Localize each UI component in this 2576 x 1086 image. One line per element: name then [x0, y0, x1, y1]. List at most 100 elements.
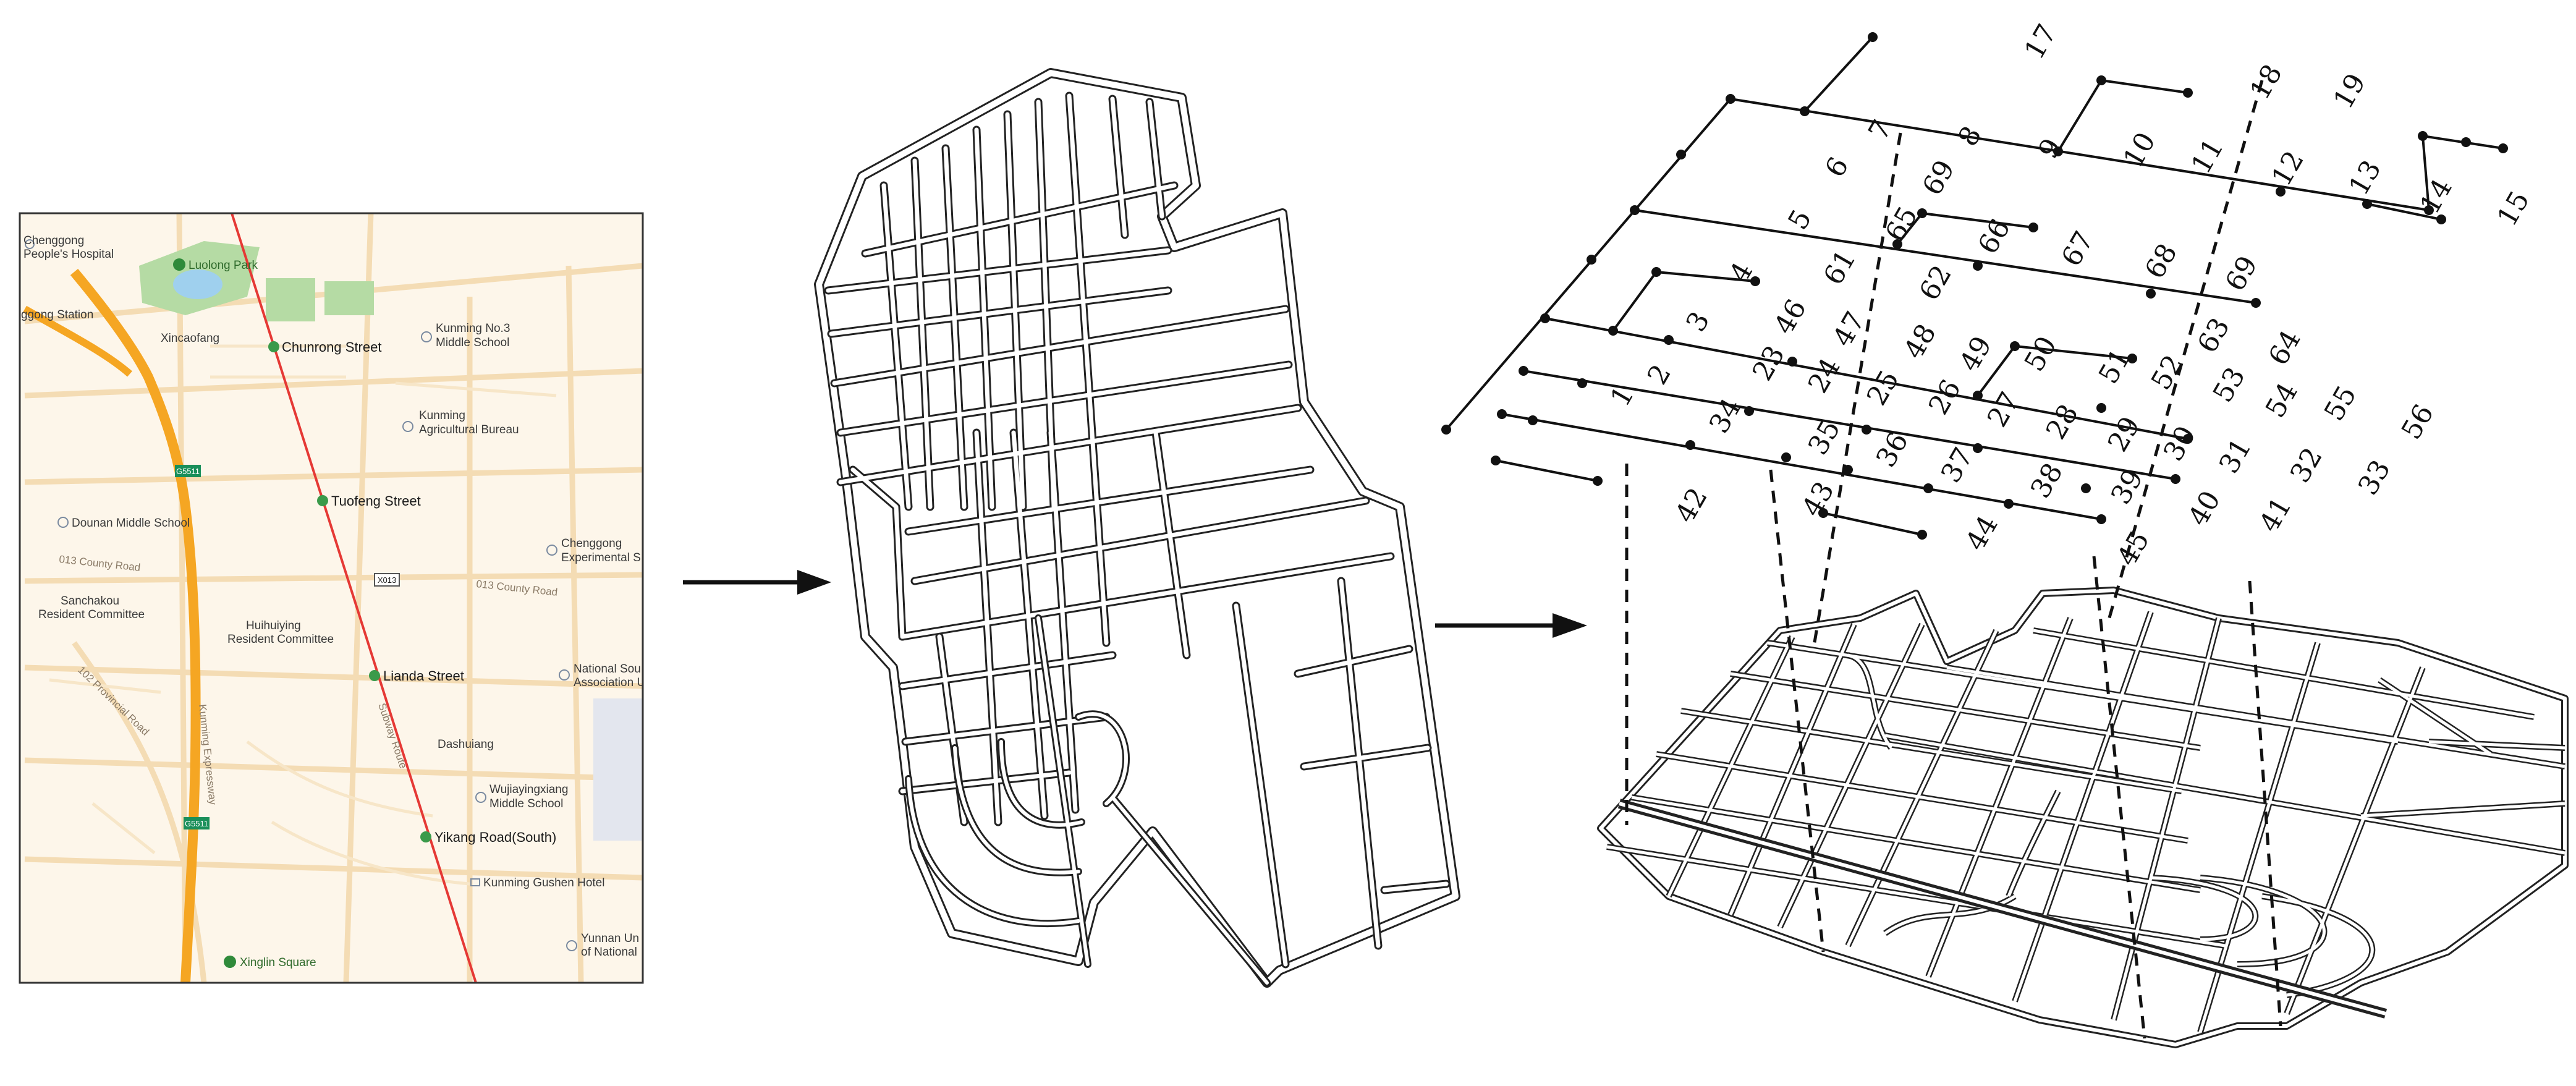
node-label-9: 9: [2032, 134, 2068, 164]
map-shield-g5511-b: [184, 817, 210, 829]
map-label-hospital-2: People's Hospital: [23, 248, 114, 261]
map-shield-x013: [374, 573, 400, 587]
map-label-agri-2: Agricultural Bureau: [419, 423, 519, 436]
arrow-2-head: [1553, 613, 1587, 638]
road-network-outline-inner: [816, 70, 1459, 986]
road-network-panel: [814, 68, 1460, 988]
node-label-41: 41: [2253, 492, 2298, 538]
map-water-east: [593, 698, 643, 841]
map-park-block-2: [324, 281, 374, 315]
node-label-2: 2: [1642, 359, 1677, 390]
bureau-icon: [402, 421, 413, 432]
map-label-no3-2: Middle School: [436, 336, 509, 349]
map-place-labels: Chenggong People's Hospital ggong Statio…: [21, 234, 645, 959]
node-label-65: 69: [2219, 251, 2264, 297]
metro-station-icon: [268, 341, 279, 352]
node-label-49: 49: [1954, 331, 1998, 377]
map-label-national-1: National Sou: [574, 663, 641, 676]
node-label-50: 50: [2019, 331, 2063, 377]
node-label-53: 53: [2207, 362, 2252, 408]
arrows: [683, 570, 1587, 638]
node-label-15: 15: [2491, 186, 2536, 232]
node-label-46: 46: [1768, 294, 1813, 340]
node-label-34: 34: [1703, 393, 1748, 439]
graph-nodes: [1441, 32, 2508, 540]
node-label-26: 26: [1923, 375, 1967, 420]
map-label-national-2: Association U: [574, 676, 645, 689]
node-label-44: 44: [1960, 511, 2004, 556]
map-label-hospital-1: Chenggong: [23, 234, 84, 247]
map-label-station: ggong Station: [21, 308, 93, 321]
node-label-45: 45: [2111, 526, 2156, 572]
node-label-19: 19: [2328, 69, 2372, 114]
node-label-31: 31: [2213, 433, 2258, 479]
park-icon: [173, 258, 185, 271]
node-label-5: 5: [1782, 205, 1818, 235]
node-label-35: 35: [1802, 415, 1847, 460]
school-icon: [546, 545, 557, 556]
map-park-luolong-label: Luolong Park: [189, 259, 258, 272]
node-label-56: 56: [2396, 399, 2440, 445]
node-label-1: 1: [1604, 381, 1640, 412]
node-label-29: 29: [2102, 412, 2146, 457]
map-label-yunnan-1: Yunnan Un: [581, 932, 639, 945]
map-minor-streets: [49, 344, 557, 886]
map-expressway: [70, 268, 201, 983]
map-label-sanchakou-2: Resident Committee: [38, 608, 145, 621]
map-shield-g5511-a: [175, 465, 201, 477]
map-label-agri-1: Kunming: [419, 409, 465, 422]
road-network-arcs-inner: [907, 616, 1269, 985]
school-icon: [475, 792, 486, 803]
node-label-60: 64: [2263, 325, 2307, 371]
map-shield-g5511-a-text: G5511: [176, 467, 200, 476]
map-street-grid: [24, 213, 643, 983]
map-label-wujia-1: Wujiayingxiang: [489, 783, 568, 796]
metro-station-icon: [369, 670, 380, 681]
node-label-13: 13: [2343, 155, 2387, 201]
park-icon: [224, 956, 236, 968]
map-label-xincaofang: Xincaofang: [161, 332, 219, 345]
metro-station-icon: [317, 495, 328, 506]
graph-3d-panel: 17 18 19 7 8 9 10 11 12 13 14 15 6 69 5 …: [1441, 19, 2569, 1048]
node-label-38: 38: [2025, 458, 2069, 504]
node-label-6: 6: [1819, 152, 1855, 183]
node-label-48: 48: [1898, 319, 1943, 365]
node-label-33: 33: [2352, 455, 2397, 501]
association-icon: [559, 669, 570, 681]
map-content: G5511 G5511 X013 013 County Road 013 Cou…: [21, 213, 645, 983]
map-station-tuofeng: Tuofeng Street: [331, 493, 421, 509]
map-station-yikang: Yikang Road(South): [434, 829, 556, 845]
node-label-59: 63: [2192, 313, 2236, 358]
arrow-1-head: [797, 570, 831, 595]
school-icon: [421, 331, 432, 342]
node-label-8: 8: [1952, 121, 1988, 152]
map-frame: [19, 212, 644, 984]
node-label-63: 67: [2056, 226, 2100, 272]
map-label-gushen: Kunming Gushen Hotel: [483, 876, 604, 889]
road-network-streets-inner: [826, 93, 1449, 967]
node-label-17: 17: [2019, 19, 2063, 65]
node-label-32: 32: [2284, 443, 2329, 488]
map-station-chunrong: Chunrong Street: [282, 339, 381, 355]
map-label-wujia-2: Middle School: [489, 797, 563, 810]
node-label-14: 14: [2414, 174, 2459, 219]
perspective-subway-track-inner: [1619, 802, 2386, 1016]
node-label-27: 27: [1981, 387, 2026, 433]
map-label-yunnan-2: of National: [581, 946, 637, 959]
node-label-54: 54: [2260, 378, 2304, 423]
hotel-icon: [470, 878, 480, 886]
map-shield-x013-text: X013: [378, 575, 396, 585]
node-label-52: 52: [2145, 350, 2190, 396]
map-station-lianda: Lianda Street: [383, 668, 464, 684]
map-label-huihuiying-1: Huihuiying: [246, 619, 301, 632]
node-label-42: 42: [1669, 483, 1714, 528]
node-label-23: 23: [1747, 341, 1791, 386]
metro-station-icon: [420, 831, 431, 842]
node-label-39: 39: [2105, 464, 2150, 510]
node-label-37: 37: [1935, 443, 1980, 488]
node-label-61: 65: [1879, 202, 1924, 247]
map-park-block-1: [266, 278, 315, 321]
node-label-25: 25: [1861, 365, 1905, 411]
node-label-40: 40: [2182, 486, 2227, 532]
